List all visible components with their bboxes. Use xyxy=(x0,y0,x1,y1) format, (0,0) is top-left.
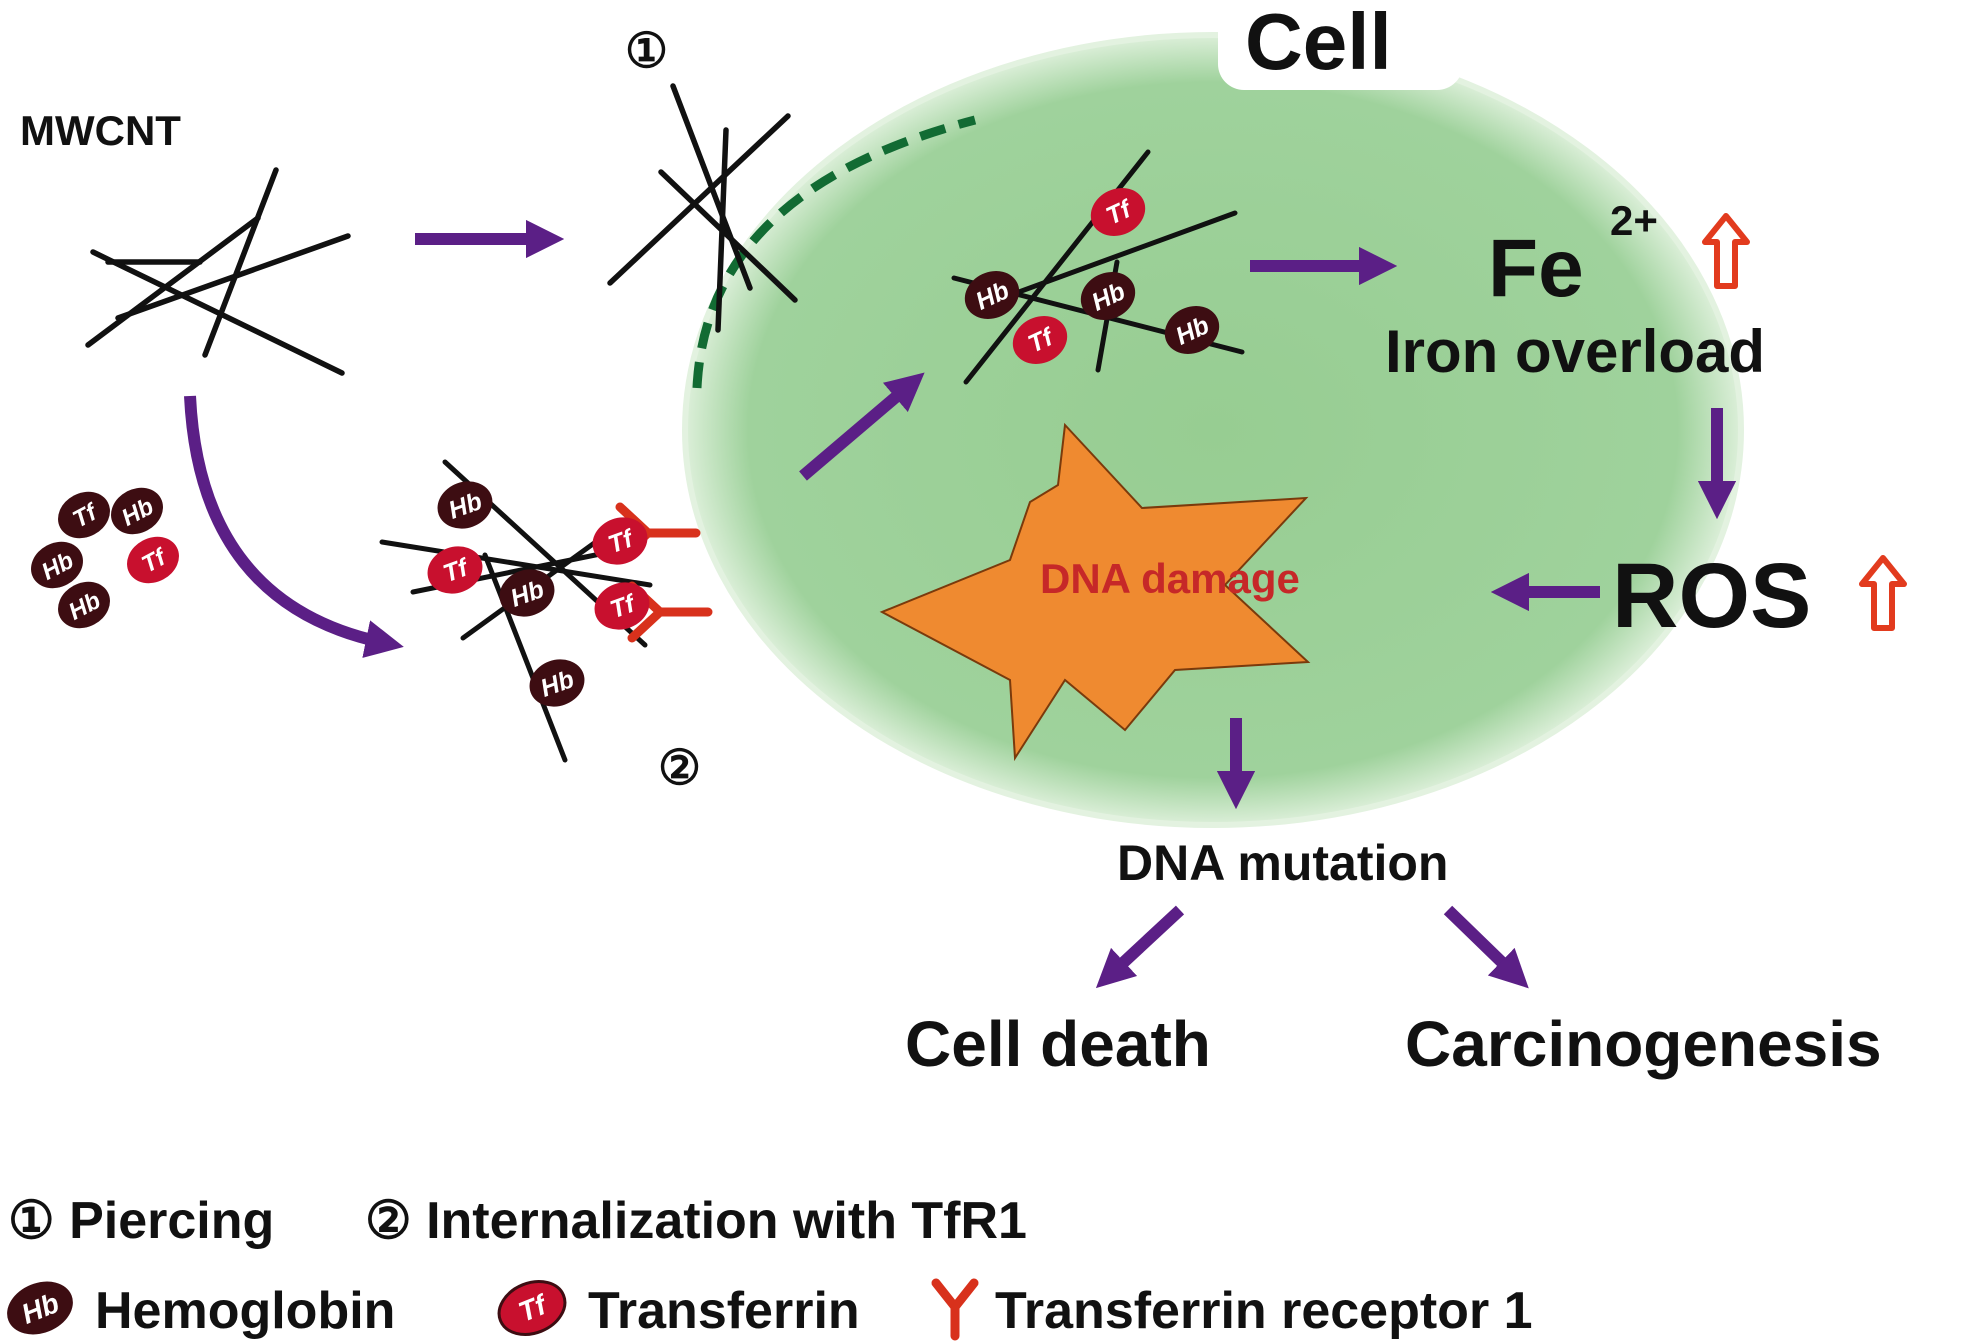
cell-death-label: Cell death xyxy=(905,1008,1211,1080)
cell-title: Cell xyxy=(1245,0,1392,86)
cell-membrane-pierce xyxy=(692,115,977,389)
carcinogenesis-label: Carcinogenesis xyxy=(1405,1008,1882,1080)
arrow-mutation-to-death xyxy=(1095,905,1185,989)
cell-label-box xyxy=(1218,0,1463,90)
transferrin-receptor-icon xyxy=(931,1278,979,1341)
cell-body xyxy=(682,32,1744,828)
arrow-mutation-to-carcinogenesis xyxy=(1443,905,1529,989)
step1-marker: ① xyxy=(625,25,669,78)
hemoglobin-icon: Hb xyxy=(7,1281,73,1335)
legend-transferrin: Transferrin xyxy=(588,1282,860,1340)
receptor-complex: Hb Tf Hb Tf Tf Hb xyxy=(379,459,708,763)
ros-label: ROS xyxy=(1612,545,1812,647)
legend-piercing: ① Piercing xyxy=(8,1192,275,1250)
ros-increase-up-icon xyxy=(1862,558,1904,628)
fe-charge: 2+ xyxy=(1610,197,1658,244)
legend-internalization: ② Internalization with TfR1 xyxy=(365,1192,1027,1250)
free-particles: Tf Hb Hb Tf Hb xyxy=(31,487,179,629)
iron-overload-label: Iron overload xyxy=(1385,318,1766,385)
fe-label: Fe xyxy=(1488,223,1584,314)
mwcnt-bundle xyxy=(85,167,351,376)
dna-mutation-label: DNA mutation xyxy=(1117,835,1449,891)
step2-marker: ② xyxy=(658,742,702,795)
arrow-mwcnt-to-complex xyxy=(184,395,404,658)
piercing-mwcnt xyxy=(607,83,798,333)
process-arrows xyxy=(184,219,1737,989)
legend-hemoglobin: Hemoglobin xyxy=(95,1282,396,1340)
dna-damage-label: DNA damage xyxy=(1040,555,1300,602)
fe-increase-up-icon xyxy=(1705,216,1747,286)
arrow-complex-to-internal xyxy=(799,372,925,481)
dna-damage-star xyxy=(879,422,1311,762)
internalized-complex: Tf Hb Hb Tf Hb xyxy=(951,149,1245,385)
transferrin-icon: Tf xyxy=(497,1280,567,1336)
mwcnt-label: MWCNT xyxy=(20,107,181,154)
legend-receptor: Transferrin receptor 1 xyxy=(995,1282,1533,1340)
